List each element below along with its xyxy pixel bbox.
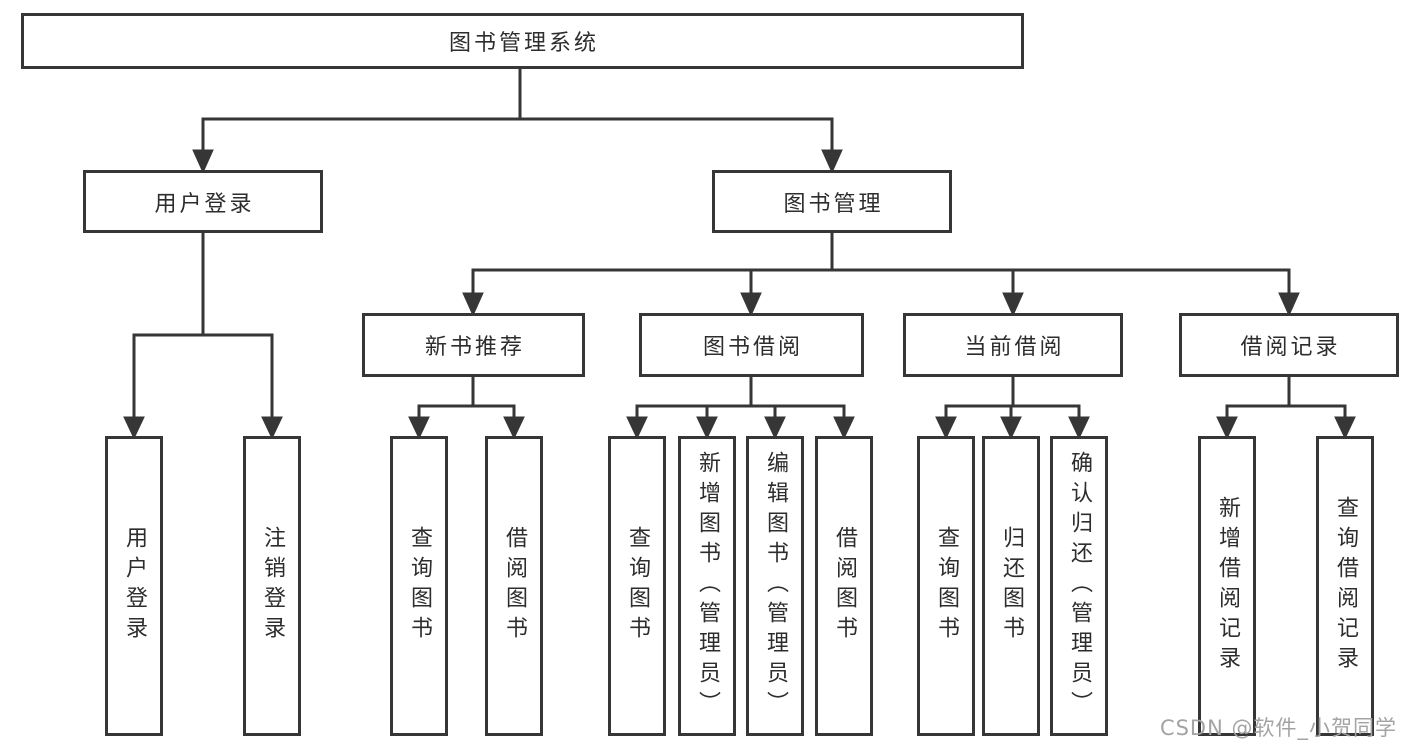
node-label-current-borrowing: 当前借阅: [964, 335, 1065, 360]
connector-root-to-level2: [192, 67, 843, 174]
connector-book-borrow-children: [626, 375, 855, 440]
leaf-box-user-login: 用户登录: [105, 436, 163, 736]
leaf-box-borrow-books-under-borrowing: 借阅图书: [815, 436, 873, 736]
connector-book-mgmt-to-level3: [462, 231, 1300, 317]
node-label-borrowing-records: 借阅记录: [1240, 335, 1341, 360]
node-label-root: 图书管理系统: [448, 31, 599, 56]
leaf-label-logout: 注销登录: [260, 526, 285, 646]
node-label-user-login: 用户登录: [154, 191, 255, 217]
node-box-new-book-recommend: 新书推荐: [362, 313, 585, 377]
connector-borrow-records-children: [1216, 375, 1356, 440]
leaf-label-borrow-books-under-recommend: 借阅图书: [502, 526, 527, 646]
csdn-watermark: CSDN @软件_小贺同学: [1159, 716, 1397, 740]
leaf-box-add-books-admin: 新增图书（管理员）: [678, 436, 736, 736]
node-box-book-management: 图书管理: [712, 170, 952, 233]
leaf-box-query-books-under-recommend: 查询图书: [390, 436, 448, 736]
node-box-root: 图书管理系统: [21, 13, 1024, 69]
leaf-label-add-books-admin: 新增图书（管理员）: [695, 451, 720, 721]
connector-new-book-rec-children: [408, 375, 525, 440]
leaf-box-edit-books-admin: 编辑图书（管理员）: [746, 436, 804, 736]
leaf-label-query-books-under-current: 查询图书: [934, 526, 959, 646]
leaf-box-add-borrow-record: 新增借阅记录: [1198, 436, 1256, 736]
leaf-box-confirm-return-admin: 确认归还（管理员）: [1050, 436, 1108, 736]
leaf-label-confirm-return-admin: 确认归还（管理员）: [1067, 451, 1092, 721]
leaf-label-return-books: 归还图书: [999, 526, 1024, 646]
leaf-label-add-borrow-record: 新增借阅记录: [1215, 496, 1240, 676]
leaf-box-query-books-under-borrowing: 查询图书: [608, 436, 666, 736]
leaf-label-borrow-books-under-borrowing: 借阅图书: [832, 526, 857, 646]
node-box-user-login: 用户登录: [83, 170, 323, 233]
leaf-box-query-borrow-record: 查询借阅记录: [1316, 436, 1374, 736]
connector-current-borrow-children: [935, 375, 1090, 440]
leaf-label-query-books-under-borrowing: 查询图书: [625, 526, 650, 646]
leaf-label-query-borrow-record: 查询借阅记录: [1333, 496, 1358, 676]
node-box-current-borrowing: 当前借阅: [903, 313, 1123, 377]
leaf-box-query-books-under-current: 查询图书: [917, 436, 975, 736]
node-box-book-borrowing: 图书借阅: [639, 313, 864, 377]
leaf-box-logout: 注销登录: [243, 436, 301, 736]
leaf-box-return-books: 归还图书: [982, 436, 1040, 736]
node-box-borrowing-records: 借阅记录: [1179, 313, 1399, 377]
node-label-book-management: 图书管理: [783, 191, 884, 217]
leaf-label-edit-books-admin: 编辑图书（管理员）: [763, 451, 788, 721]
leaf-box-borrow-books-under-recommend: 借阅图书: [485, 436, 543, 736]
connector-user-login-children: [123, 231, 283, 440]
leaf-label-user-login: 用户登录: [122, 526, 147, 646]
leaf-label-query-books-under-recommend: 查询图书: [407, 526, 432, 646]
node-label-new-book-recommend: 新书推荐: [424, 335, 525, 360]
node-label-book-borrowing: 图书借阅: [702, 335, 803, 360]
